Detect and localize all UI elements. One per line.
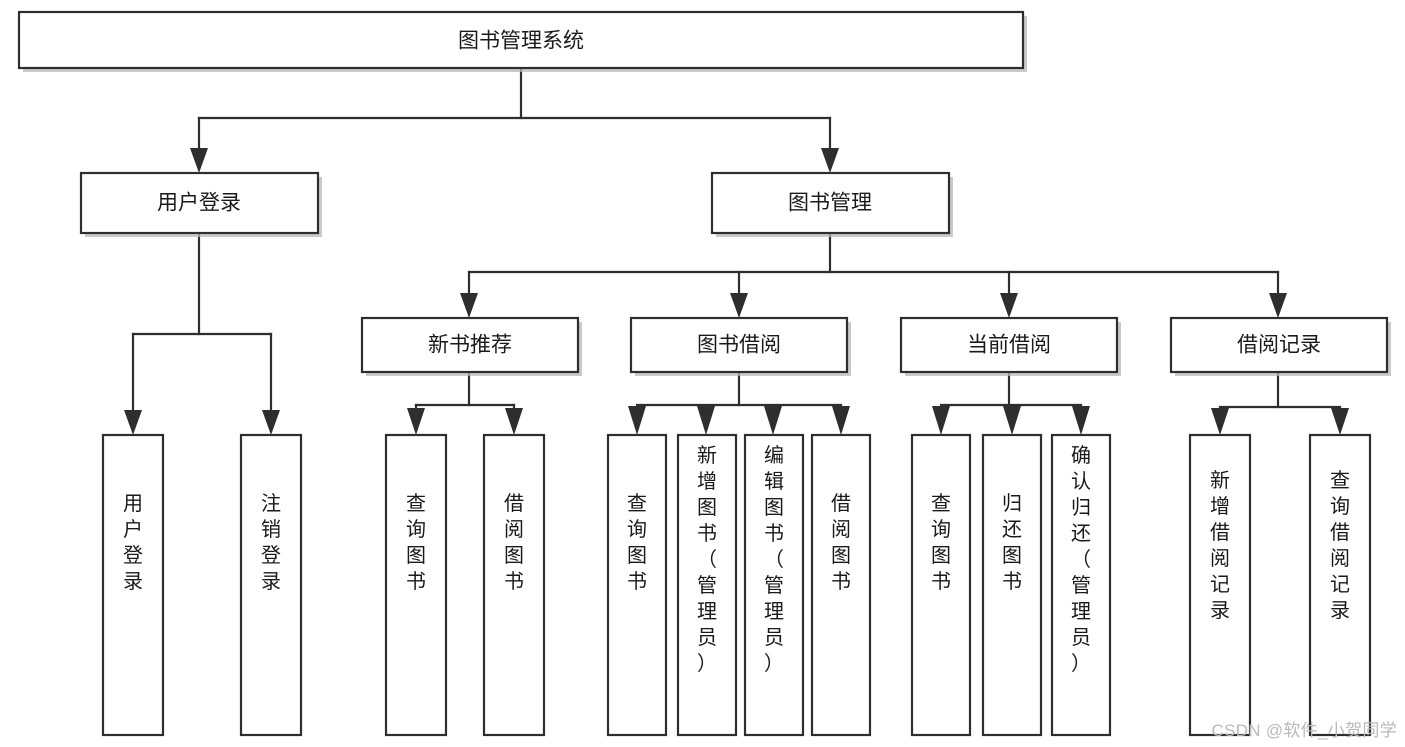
book-management-box[interactable] xyxy=(710,171,951,235)
current-borrow-label: 当前借阅 xyxy=(967,334,1051,357)
arrow-bookmgmt-to-new-book xyxy=(460,293,478,318)
leaf-node[interactable]: 用户登录 xyxy=(101,433,165,737)
leaf-label: 借阅图书 xyxy=(504,492,524,593)
leaf-node[interactable]: 新增图书（管理员） xyxy=(676,433,738,737)
leaf-label: 查询借阅记录 xyxy=(1330,469,1350,622)
leaf-box[interactable] xyxy=(1188,433,1252,737)
book-borrow-box[interactable] xyxy=(629,316,849,374)
arrow-current-to-return xyxy=(1003,406,1021,435)
leaf-node[interactable]: 注销登录 xyxy=(239,433,303,737)
csdn-watermark: CSDN @软件_小贺同学 xyxy=(1211,721,1397,740)
leaf-label: 查询图书 xyxy=(406,492,426,593)
connector-layer xyxy=(124,66,1349,435)
leaf-box[interactable] xyxy=(101,433,165,737)
arrow-userlogin-to-logout xyxy=(262,410,280,435)
leaf-box[interactable] xyxy=(810,433,872,737)
borrow-record-label: 借阅记录 xyxy=(1237,334,1321,357)
node-borrow-record[interactable]: 借阅记录 xyxy=(1169,316,1391,376)
arrow-record-to-query xyxy=(1331,408,1349,435)
leaf-box[interactable] xyxy=(910,433,972,737)
arrow-bookmgmt-to-borrow xyxy=(730,293,748,318)
arrow-current-to-confirm xyxy=(1072,406,1090,435)
leaf-node[interactable]: 查询借阅记录 xyxy=(1308,433,1372,737)
leaf-box[interactable] xyxy=(239,433,303,737)
node-new-book-recommend[interactable]: 新书推荐 xyxy=(360,316,582,376)
arrow-record-to-add xyxy=(1211,408,1229,435)
arrow-bookmgmt-to-record xyxy=(1269,293,1287,318)
leaf-label: 注销登录 xyxy=(261,492,281,593)
arrow-bookborrow-to-query xyxy=(628,406,646,435)
leaf-node[interactable]: 查询图书 xyxy=(910,433,972,737)
node-user-login[interactable]: 用户登录 xyxy=(79,171,322,237)
arrow-bookmgmt-to-current xyxy=(1000,293,1018,318)
leaf-box[interactable] xyxy=(676,433,738,737)
leaf-label: 查询图书 xyxy=(627,492,647,593)
node-root-system[interactable]: 图书管理系统 xyxy=(17,10,1027,72)
leaf-node[interactable]: 查询图书 xyxy=(384,433,448,737)
leaf-box[interactable] xyxy=(384,433,448,737)
leaf-label: 确认归还（管理员） xyxy=(1071,444,1091,675)
leaf-node[interactable]: 确认归还（管理员） xyxy=(1050,433,1112,737)
node-book-management[interactable]: 图书管理 xyxy=(710,171,953,237)
node-current-borrow[interactable]: 当前借阅 xyxy=(899,316,1121,376)
leaf-layer: 用户登录 注销登录 查询图书 借阅图书 查询图书 xyxy=(101,433,1372,737)
root-box[interactable] xyxy=(17,10,1025,70)
book-management-label: 图书管理 xyxy=(788,192,872,215)
leaf-box[interactable] xyxy=(981,433,1043,737)
arrow-newbook-to-borrow xyxy=(505,408,523,435)
leaf-node[interactable]: 编辑图书（管理员） xyxy=(743,433,805,737)
leaf-label: 新增图书（管理员） xyxy=(697,444,717,675)
node-book-borrow[interactable]: 图书借阅 xyxy=(629,316,851,376)
leaf-box[interactable] xyxy=(743,433,805,737)
user-login-label: 用户登录 xyxy=(157,192,241,215)
leaf-node[interactable]: 借阅图书 xyxy=(810,433,872,737)
arrow-bookborrow-to-borrow xyxy=(832,406,850,435)
arrow-newbook-to-query xyxy=(407,408,425,435)
leaf-label: 新增借阅记录 xyxy=(1210,469,1230,622)
user-login-box[interactable] xyxy=(79,171,320,235)
leaf-label: 借阅图书 xyxy=(831,492,851,593)
leaf-box[interactable] xyxy=(606,433,668,737)
leaf-box[interactable] xyxy=(482,433,546,737)
arrow-current-to-query xyxy=(932,406,950,435)
leaf-label: 用户登录 xyxy=(123,493,143,593)
leaf-label: 归还图书 xyxy=(1002,492,1022,593)
current-borrow-box[interactable] xyxy=(899,316,1119,374)
arrow-bookborrow-to-add xyxy=(697,406,715,435)
leaf-node[interactable]: 新增借阅记录 xyxy=(1188,433,1252,737)
leaf-node[interactable]: 归还图书 xyxy=(981,433,1043,737)
root-label: 图书管理系统 xyxy=(458,30,584,53)
leaf-label: 编辑图书（管理员） xyxy=(764,444,784,675)
new-book-recommend-box[interactable] xyxy=(360,316,580,374)
arrow-userlogin-to-login xyxy=(124,410,142,435)
arrow-bookborrow-to-edit xyxy=(764,406,782,435)
arrow-root-to-book-mgmt xyxy=(821,148,839,173)
book-borrow-label: 图书借阅 xyxy=(697,334,781,357)
arrow-root-to-user-login xyxy=(190,148,208,173)
leaf-box[interactable] xyxy=(1050,433,1112,737)
leaf-node[interactable]: 借阅图书 xyxy=(482,433,546,737)
new-book-recommend-label: 新书推荐 xyxy=(428,334,512,357)
leaf-label: 查询图书 xyxy=(931,492,951,593)
borrow-record-box[interactable] xyxy=(1169,316,1389,374)
leaf-box[interactable] xyxy=(1308,433,1372,737)
leaf-node[interactable]: 查询图书 xyxy=(606,433,668,737)
